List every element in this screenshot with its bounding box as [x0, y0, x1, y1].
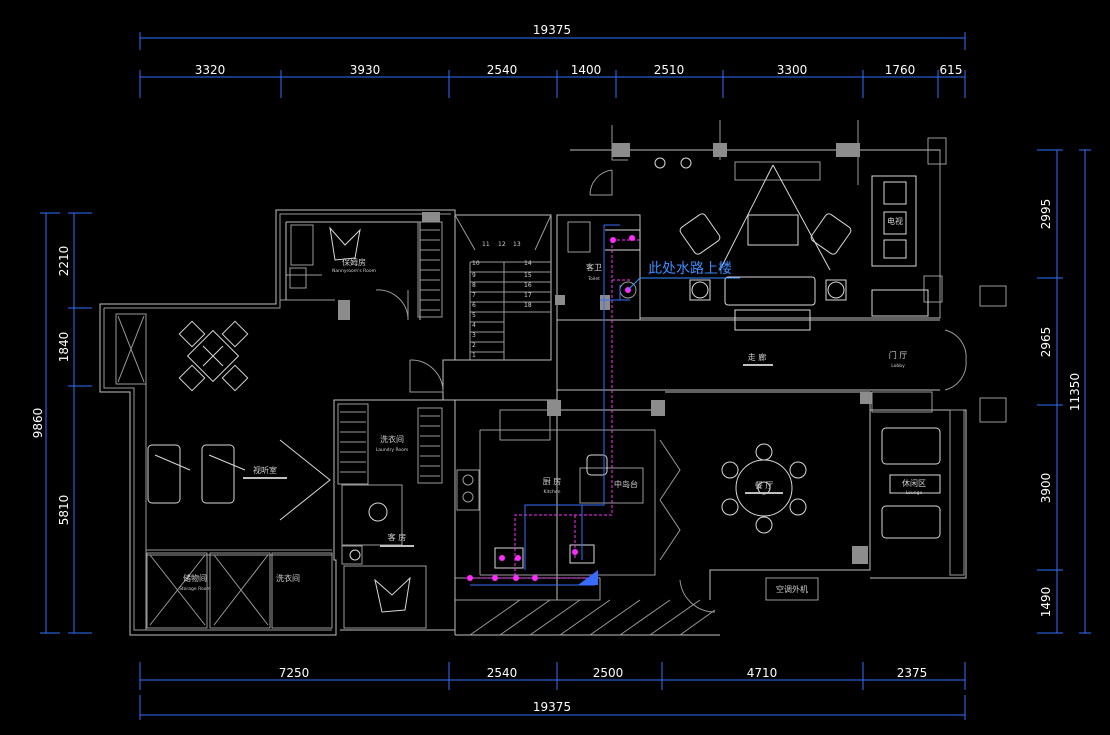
svg-text:15: 15 [524, 272, 532, 279]
dim-bottom-seg-2: 2540 [487, 666, 518, 680]
label-storage-en: Storage Room [179, 586, 211, 592]
dim-left-seg-2: 1840 [57, 332, 71, 363]
dim-top-seg-2: 3930 [350, 63, 381, 77]
dim-right-total: 11350 [1068, 373, 1082, 411]
dim-right-seg-3: 3900 [1039, 473, 1053, 504]
dim-top-seg-3: 2540 [487, 63, 518, 77]
svg-text:6: 6 [472, 302, 476, 309]
staircase: 1 2 3 4 5 6 7 8 9 10 11 12 13 14 15 16 1… [454, 214, 552, 361]
svg-text:1: 1 [472, 352, 476, 359]
label-lounge: 休闲区 [902, 478, 926, 488]
label-kitchen-en: Kitchen [544, 489, 561, 495]
dim-top-seg-7: 1760 [885, 63, 916, 77]
dim-top-seg-1: 3320 [195, 63, 226, 77]
svg-text:9: 9 [472, 272, 476, 279]
svg-text:8: 8 [472, 282, 476, 289]
dim-right-seg-1: 2995 [1039, 199, 1053, 230]
dim-right-seg-2: 2965 [1039, 327, 1053, 358]
label-corridor: 走 廊 [748, 352, 767, 362]
water-annotation: 此处水路上楼 [627, 261, 740, 291]
dim-left-seg-1: 2210 [57, 246, 71, 277]
svg-text:3: 3 [472, 332, 476, 339]
svg-text:14: 14 [524, 260, 532, 267]
label-ac-unit: 空调外机 [776, 584, 808, 594]
dim-bottom-seg-1: 7250 [279, 666, 310, 680]
dim-left-total: 9860 [31, 408, 45, 439]
label-lobby-en: Lobby [891, 363, 905, 369]
dim-top-seg-4: 1400 [571, 63, 602, 77]
dim-bottom-total: 19375 [533, 700, 571, 714]
svg-text:10: 10 [472, 260, 480, 267]
label-toilet-en: Toilet [587, 276, 600, 282]
svg-text:4: 4 [472, 322, 476, 329]
dim-top-seg-6: 3300 [777, 63, 808, 77]
svg-text:7: 7 [472, 292, 476, 299]
svg-text:16: 16 [524, 282, 532, 289]
svg-text:5: 5 [472, 312, 476, 319]
label-island: 中岛台 [614, 479, 638, 489]
dim-top-seg-5: 2510 [654, 63, 685, 77]
dim-bottom-seg-4: 4710 [747, 666, 778, 680]
dining-table [721, 443, 807, 534]
water-pipes [465, 224, 640, 586]
svg-text:18: 18 [524, 302, 532, 309]
dim-right-seg-4: 1490 [1039, 587, 1053, 618]
svg-text:11: 11 [482, 241, 490, 248]
dim-left-seg-3: 5810 [57, 495, 71, 526]
furniture [147, 157, 941, 613]
svg-text:12: 12 [498, 241, 506, 248]
label-guest-room: 客 房 [388, 532, 407, 542]
dimension-lines: 19375 3320 3930 2540 1400 2510 3300 1760… [31, 23, 1091, 720]
label-study: 视听室 [253, 465, 277, 475]
svg-text:13: 13 [513, 241, 521, 248]
label-dining: 餐 厅 [755, 481, 774, 490]
svg-text:17: 17 [524, 292, 532, 299]
label-tv: 电视 [887, 216, 903, 226]
label-laundry-room-en: Laundry Room [376, 447, 409, 453]
label-storage: 储物间 [183, 573, 207, 583]
dim-bottom-seg-3: 2500 [593, 666, 624, 680]
dim-top-total: 19375 [533, 23, 571, 37]
dim-top-ticks [139, 70, 966, 98]
dim-top-seg-8: 615 [940, 63, 963, 77]
label-lobby: 门 厅 [889, 350, 908, 360]
dim-bottom-seg-5: 2375 [897, 666, 928, 680]
label-nanny-room: 保姆房 [342, 257, 366, 267]
room-labels: 保姆房 Nannyroom's Room 视听室 储物间 Storage Roo… [179, 216, 926, 594]
label-lounge-en: Lounge [906, 490, 923, 496]
table-set-left [178, 320, 249, 392]
label-laundry-room: 洗衣间 [380, 434, 404, 444]
svg-text:2: 2 [472, 342, 476, 349]
label-toilet: 客卫 [586, 262, 602, 272]
label-kitchen: 厨 房 [543, 476, 562, 486]
label-nanny-room-en: Nannyroom's Room [332, 268, 376, 274]
label-laundry: 洗衣间 [276, 573, 300, 583]
walls: 1 2 3 4 5 6 7 8 9 10 11 12 13 14 15 16 1… [99, 120, 1007, 636]
water-note: 此处水路上楼 [648, 261, 732, 277]
